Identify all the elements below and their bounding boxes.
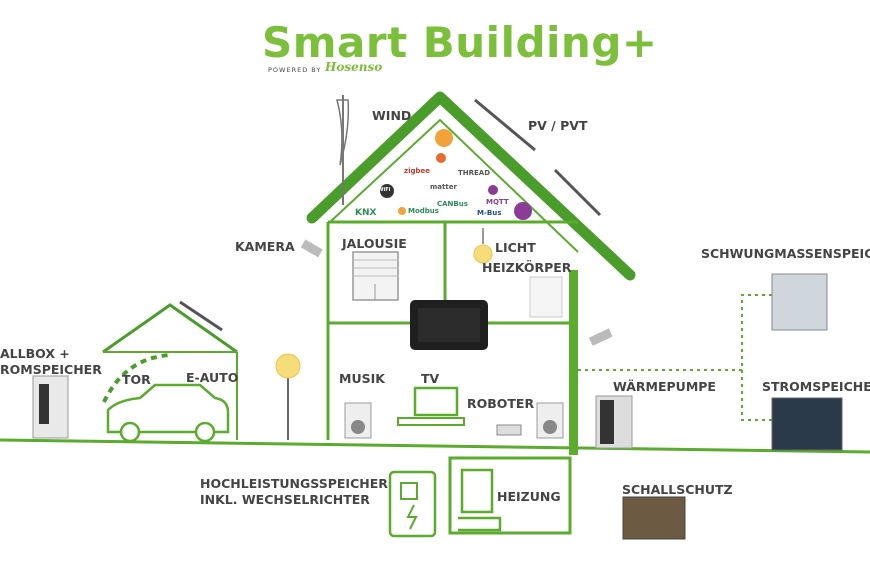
label-musik: MUSIK	[339, 371, 385, 386]
label-licht: LICHT	[495, 240, 536, 255]
car-wheel-front	[119, 421, 141, 443]
tv-sideboard	[397, 417, 465, 426]
label-eauto: E-AUTO	[186, 370, 239, 385]
label-wallbox-2: ROMSPEICHER	[0, 362, 102, 377]
schallschutz-device	[622, 496, 686, 540]
label-roboter: ROBOTER	[467, 396, 535, 411]
label-tv: TV	[421, 371, 440, 386]
stromspeicher-device	[771, 397, 843, 451]
label-wind: WIND	[372, 108, 412, 123]
house-roof-inner	[329, 118, 579, 253]
label-hochleistung-1: HOCHLEISTUNGSSPEICHER	[200, 476, 388, 491]
modbus-logo	[398, 207, 406, 215]
label-schallschutz: SCHALLSCHUTZ	[622, 482, 733, 497]
label-stromspeicher: STROMSPEICHER	[762, 379, 870, 394]
garage-roof	[102, 303, 238, 354]
garage-solar-panel	[179, 300, 223, 332]
roof-solar-panel-1	[474, 98, 536, 152]
powered-by-text: POWERED BY	[268, 66, 322, 74]
protocol-modbus: Modbus	[408, 207, 439, 215]
ground-line	[0, 438, 870, 454]
label-wallbox-1: ALLBOX +	[0, 346, 70, 361]
connector-strom	[741, 370, 772, 421]
label-kamera: KAMERA	[235, 239, 295, 254]
car-icon	[106, 383, 230, 434]
protocol-thread: THREAD	[458, 169, 491, 177]
label-jalousie: JALOUSIE	[342, 236, 407, 251]
protocol-mqtt: MQTT	[486, 198, 509, 206]
camera-icon-right	[588, 328, 613, 346]
protocol-mbus: M-Bus	[477, 209, 502, 217]
robot-device	[496, 424, 522, 436]
label-tor: TOR	[122, 372, 151, 387]
house-wall-right	[569, 270, 578, 455]
label-pv: PV / PVT	[528, 118, 588, 133]
protocol-canbus: CANBus	[437, 200, 468, 208]
brand-logo: Hosenso	[325, 60, 383, 74]
hochleistungsspeicher-icon	[388, 470, 437, 538]
protocol-logo-right	[514, 202, 532, 220]
protocol-zigbee: zigbee	[404, 167, 430, 175]
house-roof	[306, 91, 636, 281]
tv-icon	[413, 386, 459, 417]
mqtt-logo	[488, 185, 498, 195]
label-heizung: HEIZUNG	[497, 489, 561, 504]
label-schwungmassenspeicher: SCHWUNGMASSENSPEICH	[701, 246, 870, 261]
protocol-matter: matter	[430, 183, 457, 191]
protocol-logo-2	[436, 153, 446, 163]
label-waermepumpe: WÄRMEPUMPE	[613, 379, 716, 394]
control-panel-screen	[418, 308, 480, 342]
heizung-icon	[460, 468, 494, 514]
heizkoerper-device	[529, 276, 563, 318]
label-heizkoerper: HEIZKÖRPER	[482, 260, 572, 275]
label-hochleistung-2: INKL. WECHSELRICHTER	[200, 492, 370, 507]
car-wheel-rear	[194, 421, 216, 443]
street-lamp-light	[275, 353, 301, 379]
wallbox-device	[32, 375, 69, 439]
licht-bulb-icon	[473, 244, 493, 264]
roof-solar-panel-2	[553, 168, 602, 217]
wind-turbine-blades	[336, 99, 350, 166]
protocol-wifi: WiFi	[378, 187, 391, 193]
wifi-logo	[380, 184, 394, 198]
camera-icon	[300, 239, 323, 258]
basement	[448, 456, 572, 535]
protocol-logo-top	[435, 129, 453, 147]
connector-schwung	[578, 294, 772, 371]
schwungmassenspeicher-device	[771, 273, 828, 331]
protocol-knx: KNX	[355, 208, 377, 218]
page-title: Smart Building+	[262, 18, 658, 67]
